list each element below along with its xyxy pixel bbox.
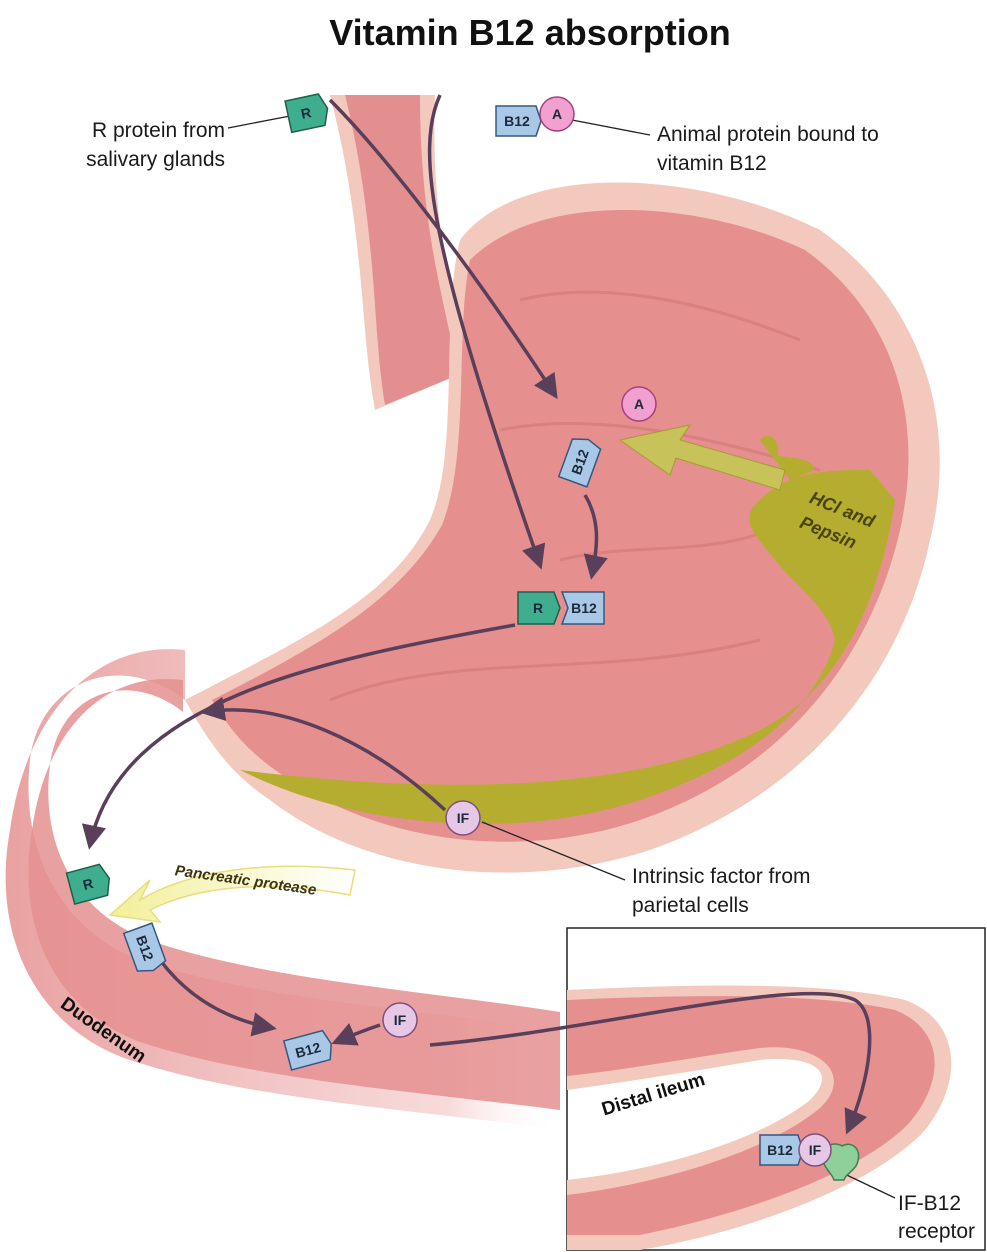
- intrinsic-factor-label-2: parietal cells: [632, 894, 749, 917]
- b12-tag-complex: B12: [571, 600, 597, 616]
- r-protein-icon: R: [285, 93, 331, 133]
- a-tag-freed: A: [634, 396, 644, 412]
- receptor-label-2: receptor: [898, 1220, 975, 1243]
- receptor-label-1: IF-B12: [898, 1192, 961, 1215]
- if-tag-lower: IF: [394, 1012, 407, 1028]
- animal-protein-icon: A: [622, 387, 656, 421]
- esophagus: [330, 95, 470, 410]
- animal-protein-label-2: vitamin B12: [657, 152, 767, 175]
- intrinsic-factor-icon: IF: [446, 801, 480, 835]
- b12-icon: B12: [496, 106, 541, 136]
- animal-protein-label-1: Animal protein bound to: [657, 123, 879, 146]
- r-tag-complex: R: [533, 600, 543, 616]
- b12-icon: B12: [760, 1135, 803, 1165]
- r-protein-label-1: R protein from: [92, 119, 225, 142]
- if-tag-stomach: IF: [457, 810, 470, 826]
- intrinsic-factor-icon: IF: [799, 1134, 831, 1166]
- r-protein-icon: R: [518, 592, 560, 624]
- if-tag-ileum: IF: [809, 1142, 822, 1158]
- page-title: Vitamin B12 absorption: [329, 12, 730, 53]
- animal-protein-icon: A: [540, 97, 574, 131]
- b12-tag-top: B12: [504, 113, 530, 129]
- b12-icon: B12: [562, 592, 604, 624]
- b12-tag-ileum: B12: [767, 1142, 793, 1158]
- intrinsic-factor-label-1: Intrinsic factor from: [632, 865, 811, 888]
- a-tag-top: A: [552, 106, 562, 122]
- r-protein-label-2: salivary glands: [86, 148, 225, 171]
- r-protein-icon: R: [66, 863, 113, 904]
- intrinsic-factor-icon: IF: [383, 1003, 417, 1037]
